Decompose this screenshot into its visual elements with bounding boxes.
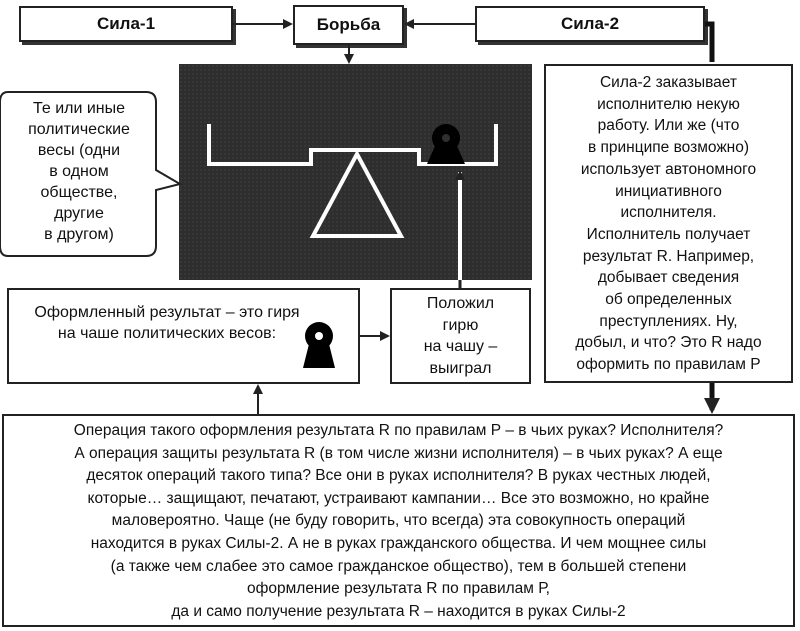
weight-icon-result [303, 322, 335, 368]
arrow-sila2-right [705, 21, 715, 62]
node-sila-1-label: Сила-1 [96, 14, 156, 33]
result-box: Оформленный результат – это гиря на чаше… [7, 288, 360, 384]
left-callout-text: Те или иные политические весы (одни в од… [28, 100, 130, 243]
put-weight-box: Положил гирю на чашу – выиграл [390, 288, 531, 384]
node-borba: Борьба [293, 5, 404, 45]
scales-drawing [207, 124, 498, 238]
node-sila-1: Сила-1 [19, 6, 233, 42]
scales-panel [179, 64, 532, 280]
right-description-box: Сила-2 заказывает исполнителю некую рабо… [544, 64, 793, 383]
scales-fulcrum [309, 149, 405, 238]
result-text: Оформленный результат – это гиря на чаше… [34, 304, 300, 342]
node-borba-label: Борьба [316, 15, 381, 34]
weight-icon [427, 124, 465, 164]
node-sila-2-label: Сила-2 [560, 14, 620, 33]
node-sila-2: Сила-2 [475, 6, 705, 42]
bottom-text: Операция такого оформления результата R … [73, 422, 724, 620]
right-description-text: Сила-2 заказывает исполнителю некую рабо… [575, 74, 762, 374]
bottom-box: Операция такого оформления результата R … [2, 414, 795, 627]
scales-beam [207, 124, 498, 166]
put-weight-text: Положил гирю на чашу – выиграл [423, 295, 498, 377]
